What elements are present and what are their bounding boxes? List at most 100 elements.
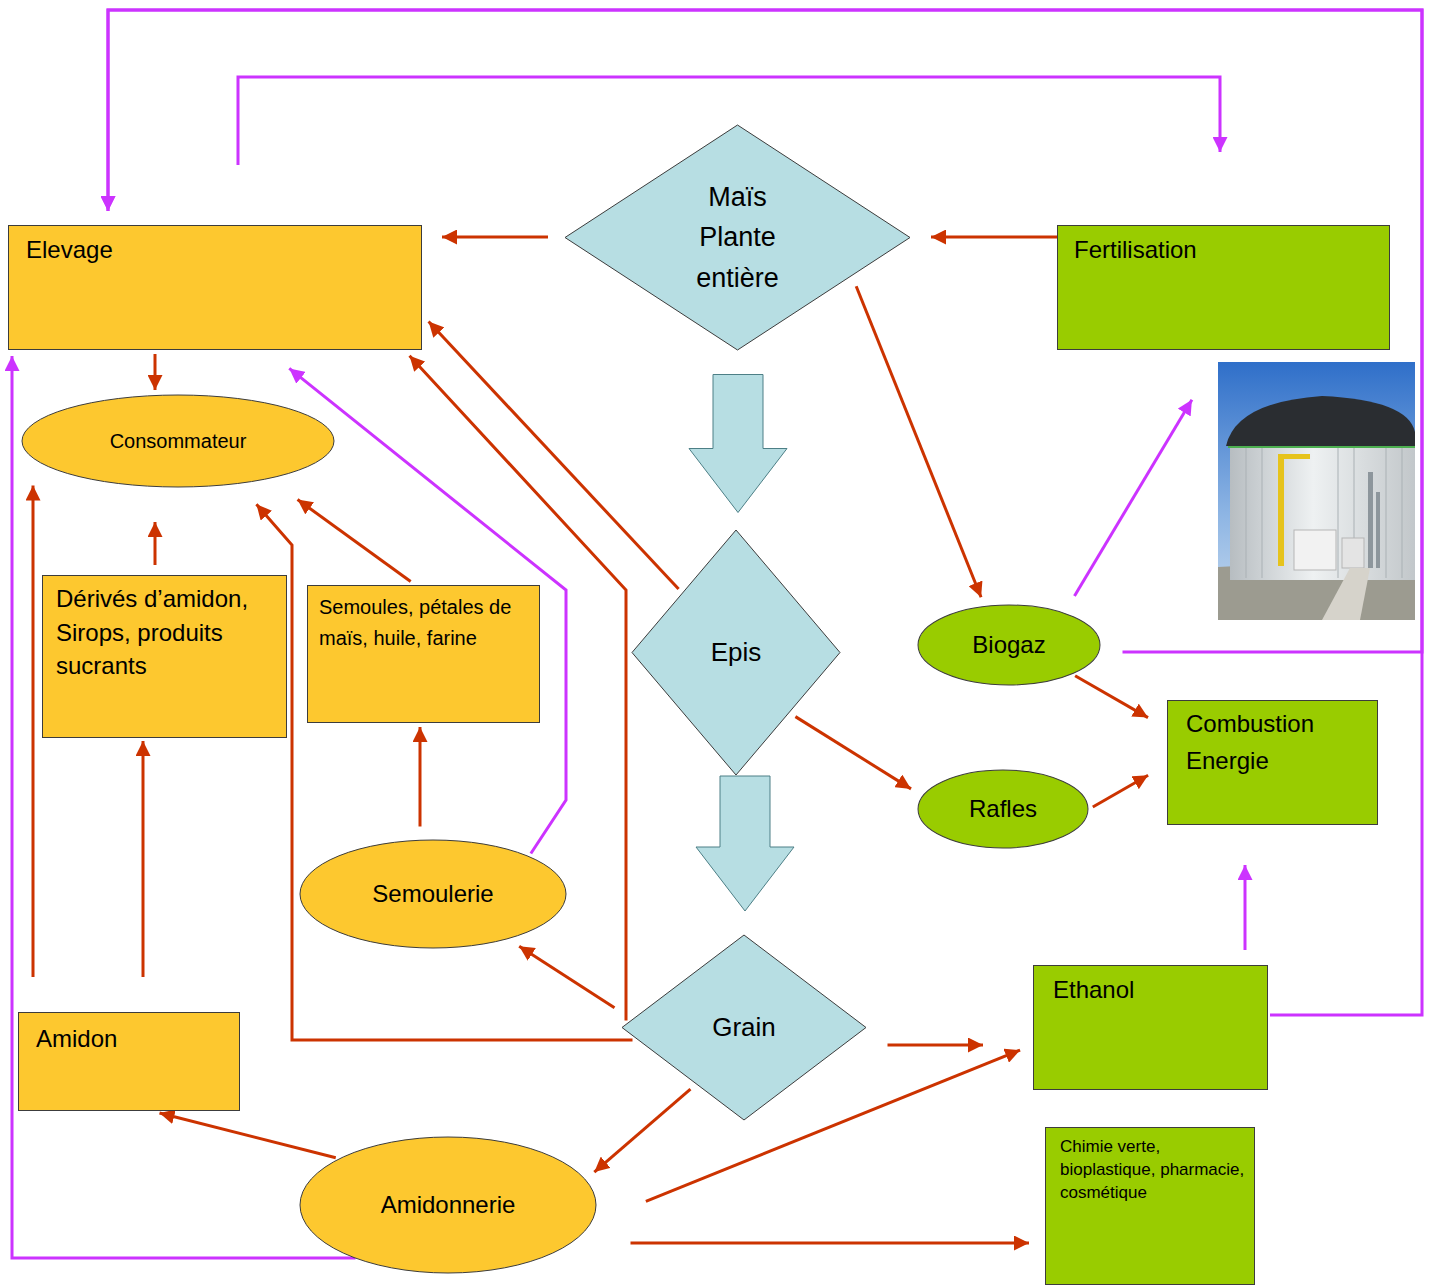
product-box: Dérivés d’amidon, Sirops, produits sucra…	[42, 575, 287, 738]
block-arrow	[689, 375, 787, 513]
grey-pipe	[1376, 492, 1380, 568]
tank-seams	[1246, 448, 1402, 578]
connectors	[12, 10, 1422, 1258]
node-text: Chimie verte, bioplastique, pharmacie, c…	[1060, 1136, 1246, 1205]
flow-arrow	[888, 1044, 984, 1047]
text-block: Amidonnerie	[300, 1137, 596, 1273]
text-block: Rafles	[918, 770, 1088, 848]
text-block: Combustion Energie	[1186, 705, 1365, 779]
flow-arrow	[856, 286, 981, 597]
equipment-box	[1342, 538, 1364, 568]
text-block: Semoulerie	[300, 840, 566, 948]
plant-part-diamond: Epis	[632, 530, 840, 775]
footpath	[1322, 568, 1370, 620]
flow-arrow	[108, 10, 1422, 1015]
flow-arrow	[298, 499, 411, 581]
source-diamond: Maïs Plante entière	[565, 125, 910, 350]
text-block: Elevage	[26, 234, 409, 265]
text-block: Consommateur	[22, 395, 334, 487]
yellow-pipe	[1278, 454, 1310, 459]
node-text: Semoulerie	[372, 880, 493, 909]
ellipse-shape	[918, 770, 1088, 848]
control-hut	[1294, 530, 1336, 570]
node-text: Consommateur	[110, 429, 247, 453]
process-box: Elevage	[8, 225, 422, 350]
flow-arrow	[256, 504, 632, 1040]
text-block: Grain	[622, 935, 866, 1120]
text-block: Ethanol	[1053, 974, 1255, 1005]
yellow-pipe	[1278, 454, 1284, 566]
text-block: Chimie verte, bioplastique, pharmacie, c…	[1060, 1136, 1246, 1205]
flow-arrow	[1074, 400, 1191, 596]
industry-ellipse: Semoulerie	[300, 840, 566, 948]
node-text: Semoules, pétales de maïs, huile, farine	[319, 592, 529, 654]
diamond-shape	[622, 935, 866, 1120]
product-box: Chimie verte, bioplastique, pharmacie, c…	[1045, 1127, 1255, 1285]
flow-arrow	[931, 236, 1057, 239]
flow-arrow	[419, 727, 422, 827]
text-block: Biogaz	[918, 605, 1100, 685]
block-arrow	[696, 776, 794, 911]
seam	[1386, 448, 1387, 578]
flow-arrow	[442, 236, 548, 239]
seam	[1262, 448, 1263, 578]
flow-arrow	[1093, 775, 1148, 807]
node-text: Ethanol	[1053, 974, 1255, 1005]
seam	[1402, 448, 1403, 578]
grey-pipe	[1368, 472, 1373, 568]
flow-arrow	[429, 322, 679, 589]
flow-arrow	[12, 356, 356, 1258]
ellipse-shape	[918, 605, 1100, 685]
flow-arrow	[32, 486, 35, 978]
energy-box: Ethanol	[1033, 965, 1268, 1090]
node-text: Grain	[712, 1012, 776, 1043]
energy-ellipse: Biogaz	[918, 605, 1100, 685]
flow-arrow	[154, 354, 157, 390]
node-text: Fertilisation	[1074, 234, 1377, 265]
ellipse-shape	[300, 840, 566, 948]
node-text: Amidonnerie	[381, 1191, 516, 1220]
sky	[1218, 362, 1415, 620]
process-box: Fertilisation	[1057, 225, 1390, 350]
node-text: Combustion Energie	[1186, 705, 1365, 779]
text-block: Dérivés d’amidon, Sirops, produits sucra…	[56, 582, 276, 683]
flow-arrow	[519, 946, 614, 1007]
seam	[1246, 448, 1247, 578]
flow-arrow	[631, 1242, 1030, 1245]
node-text: Maïs Plante entière	[678, 177, 798, 299]
text-block: Amidon	[36, 1023, 227, 1054]
industry-ellipse: Amidonnerie	[300, 1137, 596, 1273]
flow-arrow	[1244, 865, 1247, 950]
node-text: Dérivés d’amidon, Sirops, produits sucra…	[56, 582, 276, 683]
seam	[1338, 448, 1339, 578]
plant-part-diamond: Grain	[622, 935, 866, 1120]
flow-arrow	[795, 717, 911, 789]
diamond-shape	[632, 530, 840, 775]
text-block: Fertilisation	[1074, 234, 1377, 265]
energy-ellipse: Rafles	[918, 770, 1088, 848]
flow-arrow	[154, 522, 157, 565]
biogas-plant-photo	[1218, 362, 1415, 620]
text-block: Maïs Plante entière	[565, 125, 910, 350]
node-text: Biogaz	[972, 631, 1045, 660]
node-text: Amidon	[36, 1023, 227, 1054]
gas-dome	[1226, 396, 1415, 446]
node-text: Rafles	[969, 795, 1037, 824]
text-block: Epis	[632, 530, 840, 775]
flow-arrow	[594, 1089, 690, 1172]
text-block: Semoules, pétales de maïs, huile, farine	[319, 592, 529, 654]
tank-wall	[1230, 442, 1415, 580]
flow-arrow	[142, 741, 145, 977]
energy-box: Combustion Energie	[1167, 700, 1378, 825]
product-box: Amidon	[18, 1012, 240, 1111]
node-text: Epis	[711, 637, 762, 668]
dome-rim	[1228, 446, 1415, 448]
node-text: Elevage	[26, 234, 409, 265]
flow-arrow	[160, 1113, 336, 1158]
ellipse-shape	[300, 1137, 596, 1273]
ellipse-shape	[22, 395, 334, 487]
flow-arrow	[1075, 676, 1148, 718]
consumer-ellipse: Consommateur	[22, 395, 334, 487]
product-box: Semoules, pétales de maïs, huile, farine	[307, 585, 540, 723]
